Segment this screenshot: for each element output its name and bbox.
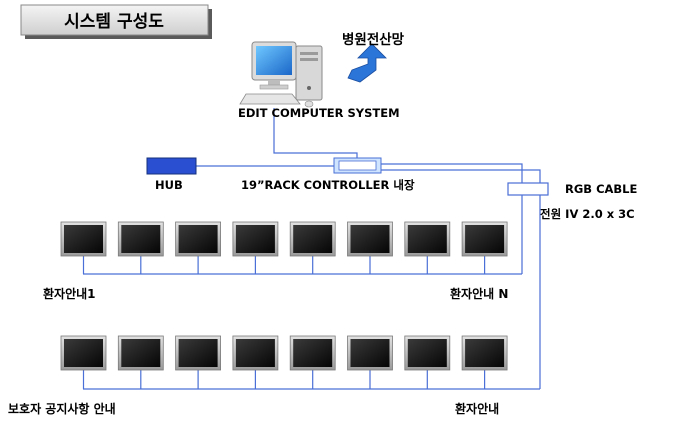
- connection-lines: [82, 108, 541, 390]
- rgb-cable-junction: [507, 182, 549, 196]
- monitor-icon: [347, 335, 393, 371]
- monitor-icon: [404, 335, 451, 371]
- monitor-screen: [350, 225, 390, 253]
- monitor-screen: [64, 225, 103, 253]
- hospital-network-label: 병원전산망: [342, 31, 405, 48]
- rack-controller-device: [333, 157, 382, 174]
- monitor-screen: [407, 339, 447, 367]
- monitor-icon: [60, 221, 107, 257]
- monitor-icon: [175, 335, 222, 371]
- tower-drive-1: [300, 52, 318, 55]
- monitor-screen: [121, 225, 161, 253]
- tower-drive-2: [300, 58, 318, 61]
- monitor-screen: [293, 339, 333, 367]
- hub-label: HUB: [155, 178, 183, 192]
- hub-device: [146, 157, 197, 175]
- controller-inner: [338, 160, 377, 171]
- patient-first-label: 환자안내1: [43, 286, 96, 301]
- monitor-screen: [178, 339, 218, 367]
- keyboard-icon: [239, 93, 301, 105]
- guardian-notice-monitors: [60, 335, 508, 371]
- edit-computer-label: EDIT COMPUTER SYSTEM: [238, 106, 400, 120]
- monitor-icon: [404, 221, 451, 257]
- patient-last-label: 환자안내 N: [450, 286, 508, 301]
- tower-power-button: [307, 86, 311, 90]
- monitor-icon: [232, 335, 279, 371]
- monitor-screen: [178, 225, 218, 253]
- monitor-screen: [64, 339, 103, 367]
- row1-drops: [82, 256, 486, 274]
- monitor-icon: [461, 335, 508, 371]
- guardian-notice-label: 보호자 공지사항 안내: [8, 401, 116, 416]
- monitor-neck: [268, 80, 280, 85]
- monitor-screen: [121, 339, 161, 367]
- monitor-icon: [175, 221, 222, 257]
- monitor-icon: [347, 221, 393, 257]
- monitor-screen: [235, 339, 275, 367]
- monitor-icon: [60, 335, 107, 371]
- monitor-screen: [235, 225, 275, 253]
- monitor-icon: [461, 221, 508, 257]
- monitor-icon: [289, 221, 336, 257]
- computer-icon: [239, 41, 323, 108]
- monitor-screen: [293, 225, 333, 253]
- power-cable-label: 전원 IV 2.0 x 3C: [540, 207, 635, 221]
- monitor-icon: [117, 221, 164, 257]
- monitor-icon: [117, 335, 164, 371]
- pc-to-controller-line: [273, 108, 358, 159]
- mouse-icon: [304, 100, 314, 108]
- monitor-base: [259, 84, 289, 90]
- patient-info-label: 환자안내: [455, 401, 499, 416]
- title-frame: [20, 4, 209, 36]
- network-arrow-icon: [347, 43, 387, 83]
- title-text: 시스템 구성도: [64, 12, 164, 32]
- rgb-cable-label: RGB CABLE: [565, 182, 637, 196]
- monitor-icon: [232, 221, 279, 257]
- controller-to-row2-line: [381, 169, 541, 389]
- monitor-screen: [350, 339, 390, 367]
- monitor-icon: [289, 335, 336, 371]
- patient-guidance-monitors: [60, 221, 508, 257]
- computer-screen: [256, 46, 292, 75]
- row2-drops: [82, 370, 486, 389]
- monitor-screen: [465, 225, 505, 253]
- controller-to-row1-line: [381, 163, 523, 274]
- monitor-screen: [407, 225, 447, 253]
- title-box: 시스템 구성도: [20, 4, 212, 39]
- controller-label: 19”RACK CONTROLLER 내장: [241, 178, 415, 192]
- monitor-screen: [465, 339, 505, 367]
